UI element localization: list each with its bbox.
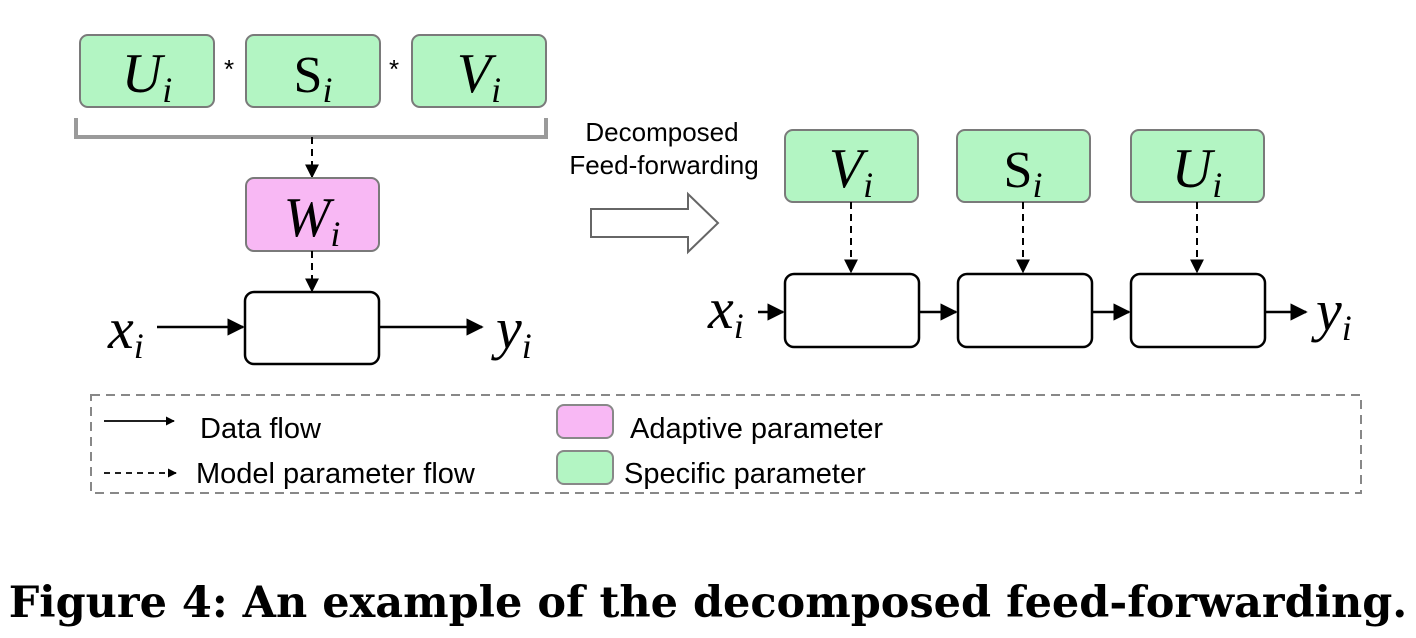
- right-factor-v: Vi: [784, 129, 919, 205]
- svg-text:Si: Si: [294, 47, 333, 110]
- left-operation-box: [243, 290, 381, 366]
- right-output-y: yi: [1311, 278, 1352, 348]
- right-operation-box-1: [783, 272, 921, 349]
- legend-adaptive-label: Adaptive parameter: [630, 413, 883, 445]
- legend-box: [90, 394, 1362, 494]
- legend-specific-label: Specific parameter: [624, 458, 866, 490]
- svg-text:Ui: Ui: [1172, 138, 1222, 205]
- legend-adaptive-swatch: [556, 404, 614, 439]
- right-operation-box-3: [1129, 272, 1267, 349]
- grouping-bracket: [74, 118, 548, 139]
- left-input-x: xi: [107, 296, 144, 366]
- transform-label-line2: Feed-forwarding: [569, 150, 758, 180]
- legend-specific-swatch: [556, 450, 614, 485]
- right-input-x: xi: [707, 276, 744, 346]
- transform-hollow-arrow: [590, 191, 720, 255]
- multiply-operator-1: *: [224, 54, 234, 84]
- left-output-y: yi: [491, 296, 532, 366]
- right-factor-s: Si: [956, 129, 1091, 205]
- right-factor-u: Ui: [1130, 129, 1265, 205]
- legend-model-flow-label: Model parameter flow: [196, 458, 476, 490]
- multiply-operator-2: *: [389, 54, 399, 84]
- transform-label-line1: Decomposed: [585, 117, 738, 147]
- left-factor-v: Vi: [411, 34, 547, 110]
- adaptive-weight-w: Wi: [245, 177, 380, 254]
- svg-text:Vi: Vi: [457, 43, 501, 110]
- svg-text:Ui: Ui: [122, 43, 172, 110]
- left-factor-s: Si: [245, 34, 381, 110]
- svg-text:Si: Si: [1004, 142, 1043, 205]
- left-factor-u: Ui: [79, 34, 215, 110]
- figure-caption: Figure 4: An example of the decomposed f…: [9, 578, 1408, 628]
- legend-data-flow-label: Data flow: [200, 413, 322, 445]
- svg-text:Wi: Wi: [284, 187, 341, 254]
- svg-text:Vi: Vi: [829, 138, 873, 205]
- right-operation-box-2: [956, 272, 1094, 349]
